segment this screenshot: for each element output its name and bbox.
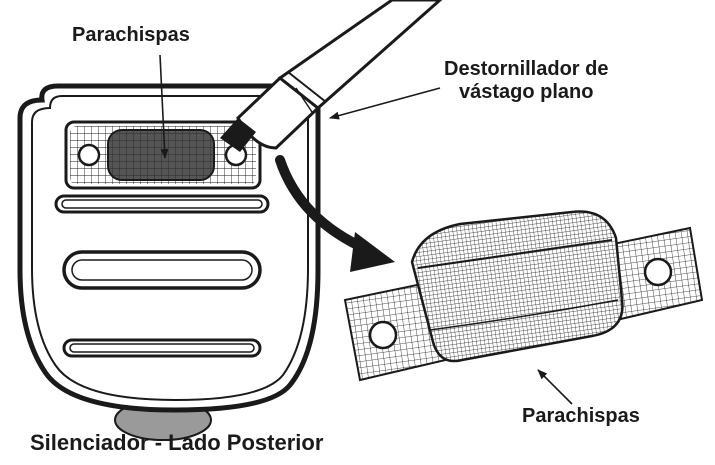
muffler-slot-bottom — [62, 338, 262, 358]
muffler-caption: Silenciador - Lado Posterior — [30, 430, 324, 455]
screwdriver-label-line1: Destornillador de — [444, 58, 609, 80]
leader-detail-label — [537, 369, 573, 405]
screwdriver-label: Destornillador de vástago plano — [444, 58, 608, 104]
detail-mount-hole-right — [643, 257, 673, 287]
leader-screwdriver-label — [329, 87, 441, 120]
leader-top-label — [159, 54, 169, 159]
spark-arrester-detail — [343, 210, 704, 382]
direction-arrow — [275, 155, 373, 255]
screwdriver-tip — [220, 118, 256, 152]
detail-mount-hole-left — [368, 320, 398, 350]
screwdriver-handle — [277, 0, 443, 110]
screwdriver-label-line2: vástago plano — [459, 81, 594, 103]
screen-mount-hole-left — [77, 143, 101, 167]
spark-arrester-label-detail: Parachispas — [522, 405, 640, 427]
muffler-slot-top — [54, 194, 270, 214]
muffler-slot-middle — [62, 250, 262, 290]
spark-arrester-label-top: Parachispas — [72, 24, 190, 46]
